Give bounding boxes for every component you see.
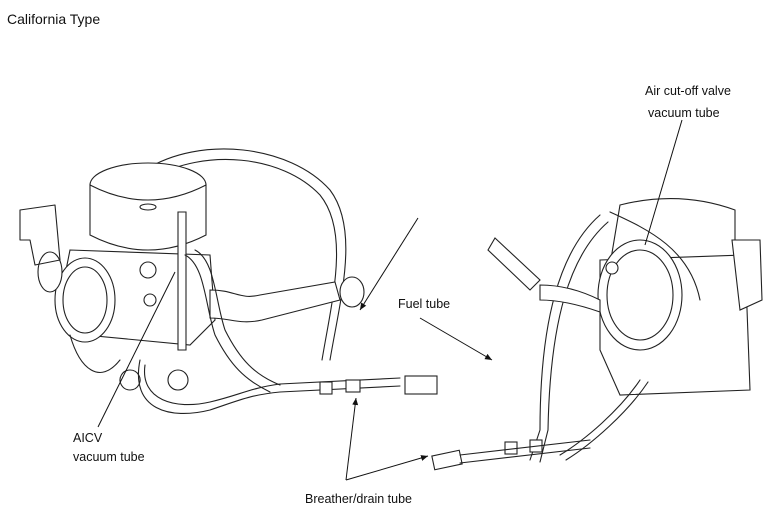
diagram-title: California Type	[7, 11, 101, 27]
left-carburetor	[19, 148, 347, 391]
breather-drain-label: Breather/drain tube	[305, 492, 413, 506]
right-carburetor	[431, 198, 763, 471]
left-hoses	[137, 249, 438, 414]
aicv-label-line2: vacuum tube	[73, 450, 145, 464]
fuel-tube-label: Fuel tube	[398, 297, 451, 311]
leader-lines	[97, 119, 683, 481]
aicv-label-line1: AICV	[73, 431, 103, 445]
fuel-tube-arrow-right	[419, 317, 493, 361]
aicv-leader	[97, 271, 176, 428]
breather-arrow-left	[345, 397, 359, 481]
fuel-tube-arrow-left	[359, 217, 419, 311]
air-cutoff-label-line1: Air cut-off valve	[645, 84, 731, 98]
air-cutoff-leader	[644, 119, 683, 246]
air-cutoff-label-line2: vacuum tube	[648, 106, 720, 120]
breather-arrow-right	[345, 455, 429, 481]
